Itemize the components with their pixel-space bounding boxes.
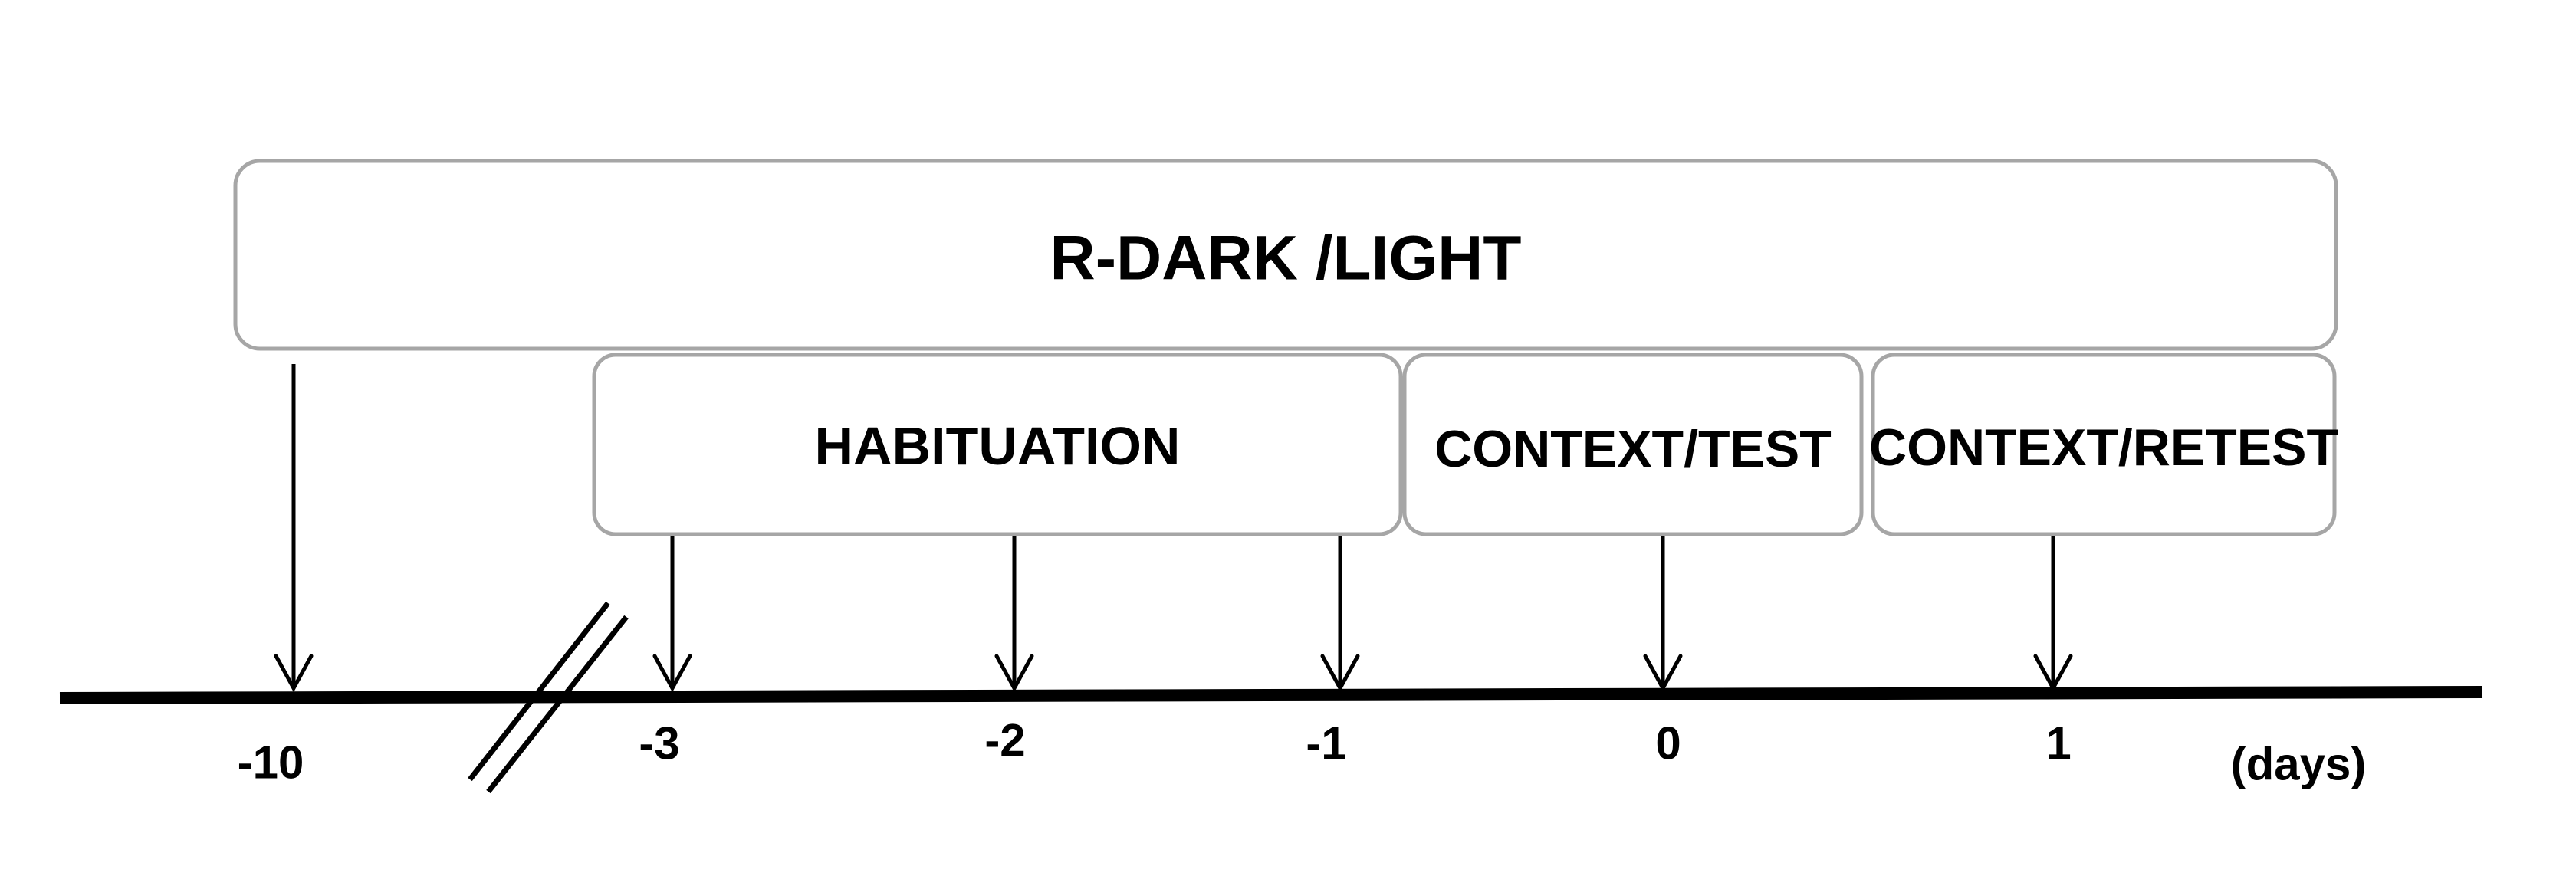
habituation-label: HABITUATION bbox=[815, 416, 1181, 476]
context-retest-label: CONTEXT/RETEST bbox=[1869, 418, 2338, 477]
phase-context-test: CONTEXT/TEST bbox=[1402, 353, 1864, 536]
tick-label-minus-1: -1 bbox=[1306, 718, 1346, 769]
tick-label-0: 0 bbox=[1655, 718, 1681, 769]
tick-label-minus-2: -2 bbox=[984, 715, 1025, 766]
habituation-box bbox=[592, 353, 1403, 536]
timeline-axis bbox=[59, 686, 2483, 704]
context-test-label: CONTEXT/TEST bbox=[1434, 420, 1832, 478]
arrow-day-minus-1 bbox=[1320, 536, 1360, 693]
tick-label-minus-10: -10 bbox=[238, 737, 304, 789]
r-dark-light-label: R-DARK /LIGHT bbox=[1050, 224, 1522, 294]
tick-label-minus-3: -3 bbox=[639, 718, 679, 769]
arrow-day-minus-10 bbox=[274, 364, 314, 693]
phase-context-retest: CONTEXT/RETEST bbox=[1869, 353, 2338, 536]
context-test-box bbox=[1402, 353, 1864, 536]
tick-label-1: 1 bbox=[2045, 718, 2071, 769]
axis-break-icon bbox=[468, 601, 629, 794]
axis-unit-label: (days) bbox=[2231, 739, 2367, 790]
phase-habituation: HABITUATION bbox=[592, 353, 1403, 536]
arrow-day-0 bbox=[1643, 536, 1683, 693]
phase-r-dark-light: R-DARK /LIGHT bbox=[233, 159, 2338, 351]
arrow-day-1 bbox=[2033, 536, 2073, 693]
arrow-day-minus-2 bbox=[994, 536, 1034, 693]
arrow-day-minus-3 bbox=[652, 536, 692, 693]
context-retest-box bbox=[1871, 353, 2337, 536]
r-dark-light-box bbox=[233, 159, 2338, 351]
